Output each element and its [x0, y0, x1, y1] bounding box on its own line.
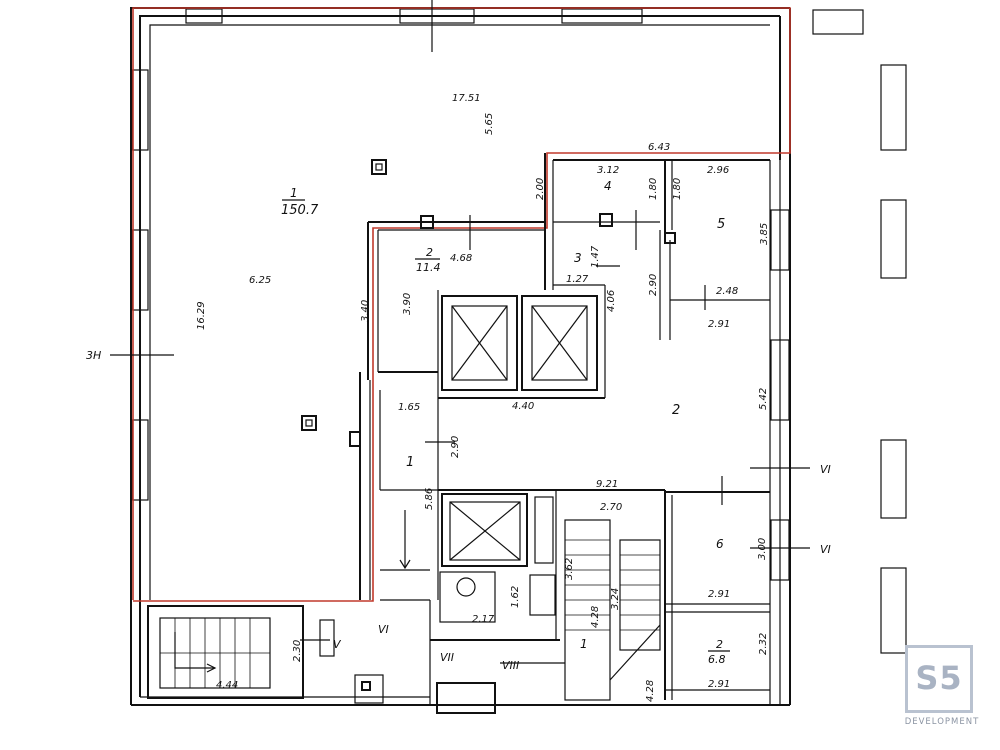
- section-label: VI: [820, 463, 831, 476]
- section-label: VI: [820, 543, 831, 556]
- dim-label: 16.29: [196, 301, 207, 330]
- room-2-office-area: 11.4: [416, 261, 441, 274]
- external-markers: [812, 9, 907, 654]
- dim-label: 3.90: [402, 293, 413, 315]
- dim-label: 1.65: [398, 402, 420, 413]
- logo-subtitle: DEVELOPMENT: [904, 717, 980, 727]
- dim-label: 3.40: [360, 300, 371, 322]
- dim-label: 4.68: [450, 253, 472, 264]
- dim-label: 6.25: [249, 275, 271, 286]
- dim-label: 1.47: [590, 245, 601, 268]
- dim-label: 5.42: [758, 388, 769, 410]
- room-3-number: 3: [574, 251, 582, 265]
- dimension-labels: 17.51 5.65 6.43 2.00 3.12 1.80 1.80 2.96…: [196, 93, 770, 702]
- dim-label: 3.12: [597, 165, 619, 176]
- dim-label: 2.91: [708, 679, 730, 690]
- room-1-stair-number: 1: [580, 637, 588, 651]
- room-4-number: 4: [604, 179, 612, 193]
- room-1-area: 150.7: [281, 203, 319, 218]
- dim-label: 1.62: [510, 586, 521, 608]
- dim-label: 4.06: [606, 290, 617, 312]
- section-label: VIII: [502, 659, 519, 672]
- section-label: VI: [378, 623, 389, 636]
- dim-label: 9.21: [596, 479, 618, 490]
- room-labels: 1 150.7 2 11.4 2 2 6.8 3 4 5 6 1 1: [281, 179, 730, 666]
- dim-label: 4.44: [216, 680, 238, 691]
- dim-label: 2.90: [450, 436, 461, 458]
- logo-frame: [905, 645, 973, 713]
- dim-label: 2.70: [600, 502, 622, 513]
- dim-label: 1.27: [566, 274, 589, 285]
- selected-area-outline: [132, 7, 791, 602]
- room-5-number: 5: [717, 217, 725, 232]
- dim-label: 2.91: [708, 319, 730, 330]
- dim-label: 4.40: [512, 401, 534, 412]
- room-1-vestibule-number: 1: [406, 455, 414, 470]
- logo-mark: S5: [915, 659, 963, 697]
- dim-label: 4.28: [645, 680, 656, 702]
- section-markers: 3Н VI VI VI V VII VIII: [86, 349, 831, 672]
- dim-label: 3.24: [610, 588, 621, 610]
- dim-label: 3.85: [759, 223, 770, 245]
- room-6-number: 6: [716, 537, 724, 551]
- dim-label: 2.30: [292, 640, 303, 662]
- room-2-hall-number: 2: [672, 403, 680, 418]
- dim-label: 2.48: [716, 286, 738, 297]
- dim-label: 2.17: [472, 614, 495, 625]
- dim-label: 2.90: [648, 274, 659, 296]
- dim-label: 5.86: [424, 488, 435, 510]
- section-label: VII: [440, 651, 454, 664]
- dim-label: 2.96: [707, 165, 729, 176]
- dim-label: 3.00: [757, 538, 768, 560]
- dim-label: 17.51: [452, 93, 481, 104]
- section-lines: [110, 0, 810, 664]
- section-label: V: [333, 638, 342, 651]
- dim-label: 2.00: [535, 178, 546, 200]
- s5-development-logo: S5 DEVELOPMENT: [905, 645, 979, 727]
- dim-label: 5.65: [484, 113, 495, 135]
- dim-label: 4.28: [590, 606, 601, 628]
- dim-label: 2.32: [758, 633, 769, 655]
- section-label: 3Н: [86, 349, 101, 362]
- room-2-office-number: 2: [426, 246, 433, 259]
- dim-label: 6.43: [648, 142, 670, 153]
- dim-label: 1.80: [672, 178, 683, 200]
- room-2-corner-area: 6.8: [708, 653, 726, 666]
- dim-label: 1.80: [648, 178, 659, 200]
- dim-label: 2.91: [708, 589, 730, 600]
- dim-label: 3.62: [564, 558, 575, 580]
- interior-walls: [147, 153, 770, 714]
- room-1-number: 1: [290, 186, 298, 200]
- room-2-corner-number: 2: [716, 638, 723, 651]
